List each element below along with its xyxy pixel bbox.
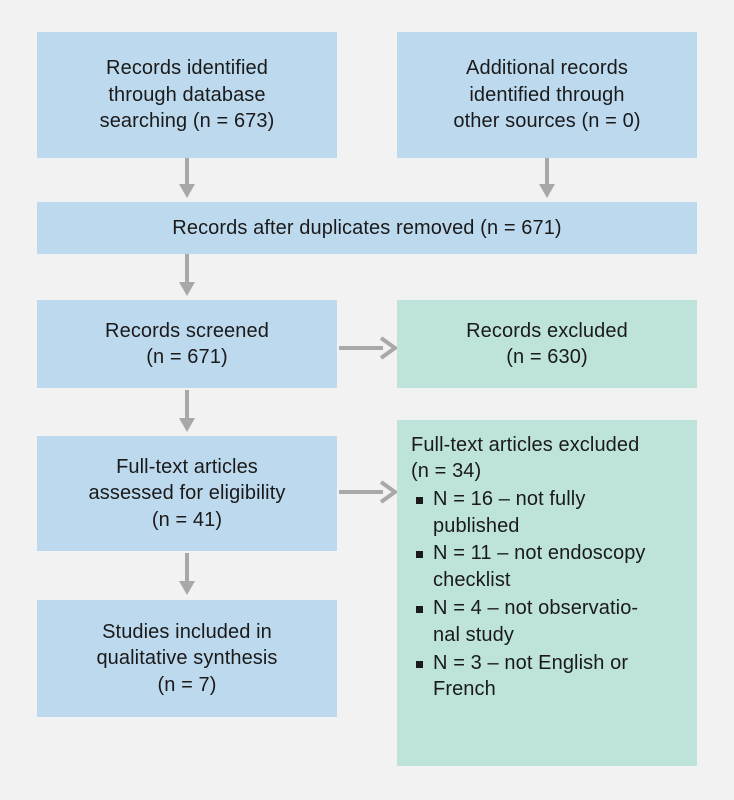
arrow-down-duplicates-to-screened	[178, 254, 196, 300]
box-studies-included-qualitative-synthesis: Studies included in qualitative synthesi…	[37, 600, 337, 717]
square-bullet-icon	[416, 605, 423, 613]
list-item: N = 11 – not endoscopy checklist	[411, 540, 683, 594]
box-records-screened-text: Records screened (n = 671)	[105, 319, 269, 368]
arrow-down-database-to-duplicates	[178, 158, 196, 202]
box-records-excluded-text: Records excluded (n = 630)	[466, 319, 628, 368]
box-records-identified-database: Records identified through database sear…	[37, 32, 337, 158]
box-additional-records-other-sources-text: Additional records identified through ot…	[453, 57, 641, 133]
list-item: N = 3 – not English or French	[411, 650, 683, 704]
square-bullet-icon	[416, 660, 423, 668]
arrow-right-screened-to-excluded	[339, 334, 397, 362]
square-bullet-icon	[416, 496, 423, 504]
list-item: N = 16 – not fully published	[411, 486, 683, 540]
arrow-right-fulltext-to-excluded	[339, 478, 397, 506]
arrow-down-screened-to-fulltext	[178, 390, 196, 436]
list-item-text: N = 3 – not English or French	[433, 651, 629, 701]
fulltext-excluded-heading: Full-text articles excluded (n = 34)	[411, 434, 640, 483]
box-additional-records-other-sources: Additional records identified through ot…	[397, 32, 697, 158]
box-records-identified-database-text: Records identified through database sear…	[99, 57, 275, 133]
fulltext-excluded-reason-list: N = 16 – not fully published N = 11 – no…	[411, 486, 683, 703]
list-item-text: N = 4 – not observatio- nal study	[433, 596, 639, 646]
box-fulltext-assessed-eligibility: Full-text articles assessed for eligibil…	[37, 436, 337, 551]
square-bullet-icon	[416, 551, 423, 559]
arrow-down-other-sources-to-duplicates	[538, 158, 556, 202]
box-records-screened: Records screened (n = 671)	[37, 300, 337, 388]
box-records-after-duplicates-removed-text: Records after duplicates removed (n = 67…	[172, 216, 562, 239]
arrow-down-fulltext-to-included	[178, 553, 196, 599]
box-records-after-duplicates-removed: Records after duplicates removed (n = 67…	[37, 202, 697, 254]
box-studies-included-qualitative-synthesis-text: Studies included in qualitative synthesi…	[96, 620, 278, 696]
box-fulltext-articles-excluded: Full-text articles excluded (n = 34) N =…	[397, 420, 697, 766]
list-item-text: N = 16 – not fully published	[433, 487, 586, 537]
box-records-excluded: Records excluded (n = 630)	[397, 300, 697, 388]
box-fulltext-assessed-eligibility-text: Full-text articles assessed for eligibil…	[88, 455, 286, 531]
list-item-text: N = 11 – not endoscopy checklist	[433, 542, 646, 592]
list-item: N = 4 – not observatio- nal study	[411, 595, 683, 649]
